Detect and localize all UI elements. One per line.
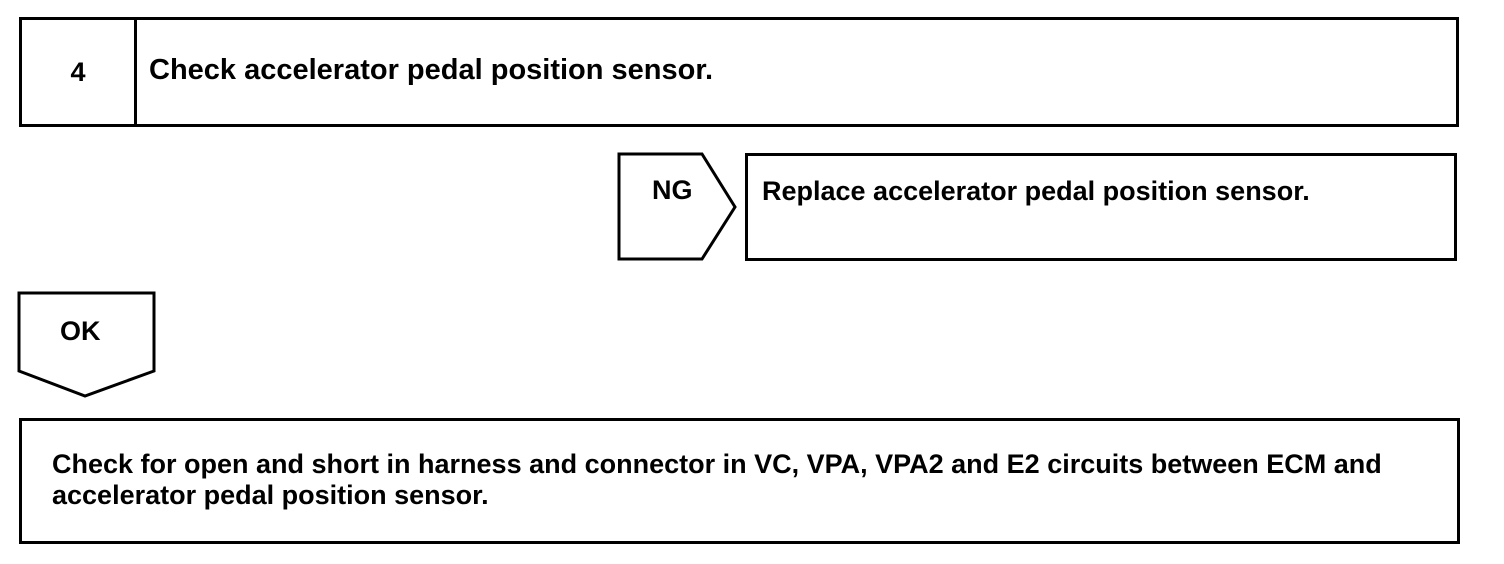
ok-label: OK <box>60 316 101 346</box>
step-number: 4 <box>22 20 137 124</box>
ng-action-box: Replace accelerator pedal position senso… <box>745 153 1457 261</box>
step-box: 4 Check accelerator pedal position senso… <box>19 17 1459 127</box>
ok-arrow-shape <box>17 291 156 398</box>
ng-arrow-shape <box>617 152 737 261</box>
step-title: Check accelerator pedal position sensor. <box>149 54 714 86</box>
next-step-box: Check for open and short in harness and … <box>19 418 1460 544</box>
ng-label: NG <box>652 175 693 205</box>
next-step-text: Check for open and short in harness and … <box>52 449 1382 510</box>
ng-action-text: Replace accelerator pedal position senso… <box>762 176 1310 206</box>
